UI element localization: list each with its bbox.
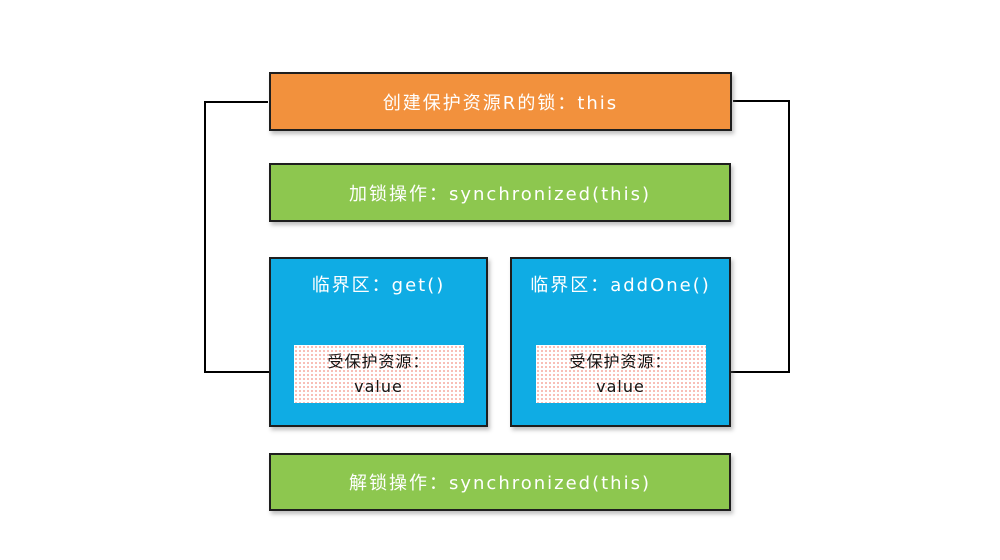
lock-operation-label: 加锁操作：synchronized(this) [348, 183, 651, 205]
critical-section-addone-title: 临界区：addOne() [530, 275, 711, 296]
protected-resource-label: 受保护资源： [327, 352, 430, 371]
protected-resource-value: value [354, 377, 403, 396]
critical-section-get-title: 临界区：get() [311, 275, 446, 296]
create-lock-label: 创建保护资源R的锁：this [382, 92, 619, 114]
protected-resource-box-get: 受保护资源： value [293, 345, 464, 403]
lock-operation-box: 加锁操作：synchronized(this) [269, 163, 731, 222]
protected-resource-value: value [596, 377, 645, 396]
unlock-operation-label: 解锁操作：synchronized(this) [348, 473, 651, 494]
create-lock-box: 创建保护资源R的锁：this [269, 72, 732, 131]
protected-resource-label: 受保护资源： [569, 352, 672, 371]
critical-section-addone-box: 临界区：addOne() 受保护资源： value [510, 257, 731, 427]
unlock-operation-box: 解锁操作：synchronized(this) [269, 453, 731, 511]
protected-resource-box-addone: 受保护资源： value [535, 345, 706, 403]
critical-section-get-box: 临界区：get() 受保护资源： value [269, 257, 488, 427]
